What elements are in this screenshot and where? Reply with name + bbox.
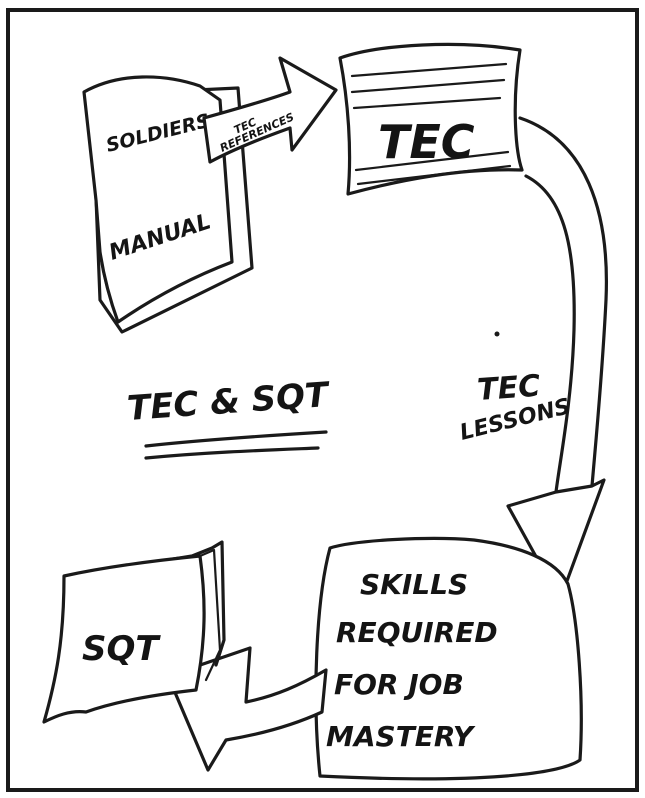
- tec-box: TEC: [340, 44, 522, 194]
- title-text: TEC & SQT: [126, 375, 332, 429]
- skills-line1: SKILLS: [360, 568, 468, 601]
- diagram-title: TEC & SQT: [126, 375, 332, 458]
- skills-line2: REQUIRED: [336, 616, 498, 649]
- skills-box: SKILLS REQUIRED FOR JOB MASTERY: [316, 538, 581, 778]
- skills-line3: FOR JOB: [334, 668, 464, 701]
- ink-dot: [495, 332, 500, 337]
- skills-line4: MASTERY: [326, 720, 476, 753]
- tec-box-label: TEC: [378, 115, 475, 169]
- tec-references-arrow: TEC REFERENCES: [204, 58, 336, 162]
- tec-lessons-arrow: [495, 118, 607, 600]
- sqt-box-label: SQT: [82, 629, 161, 669]
